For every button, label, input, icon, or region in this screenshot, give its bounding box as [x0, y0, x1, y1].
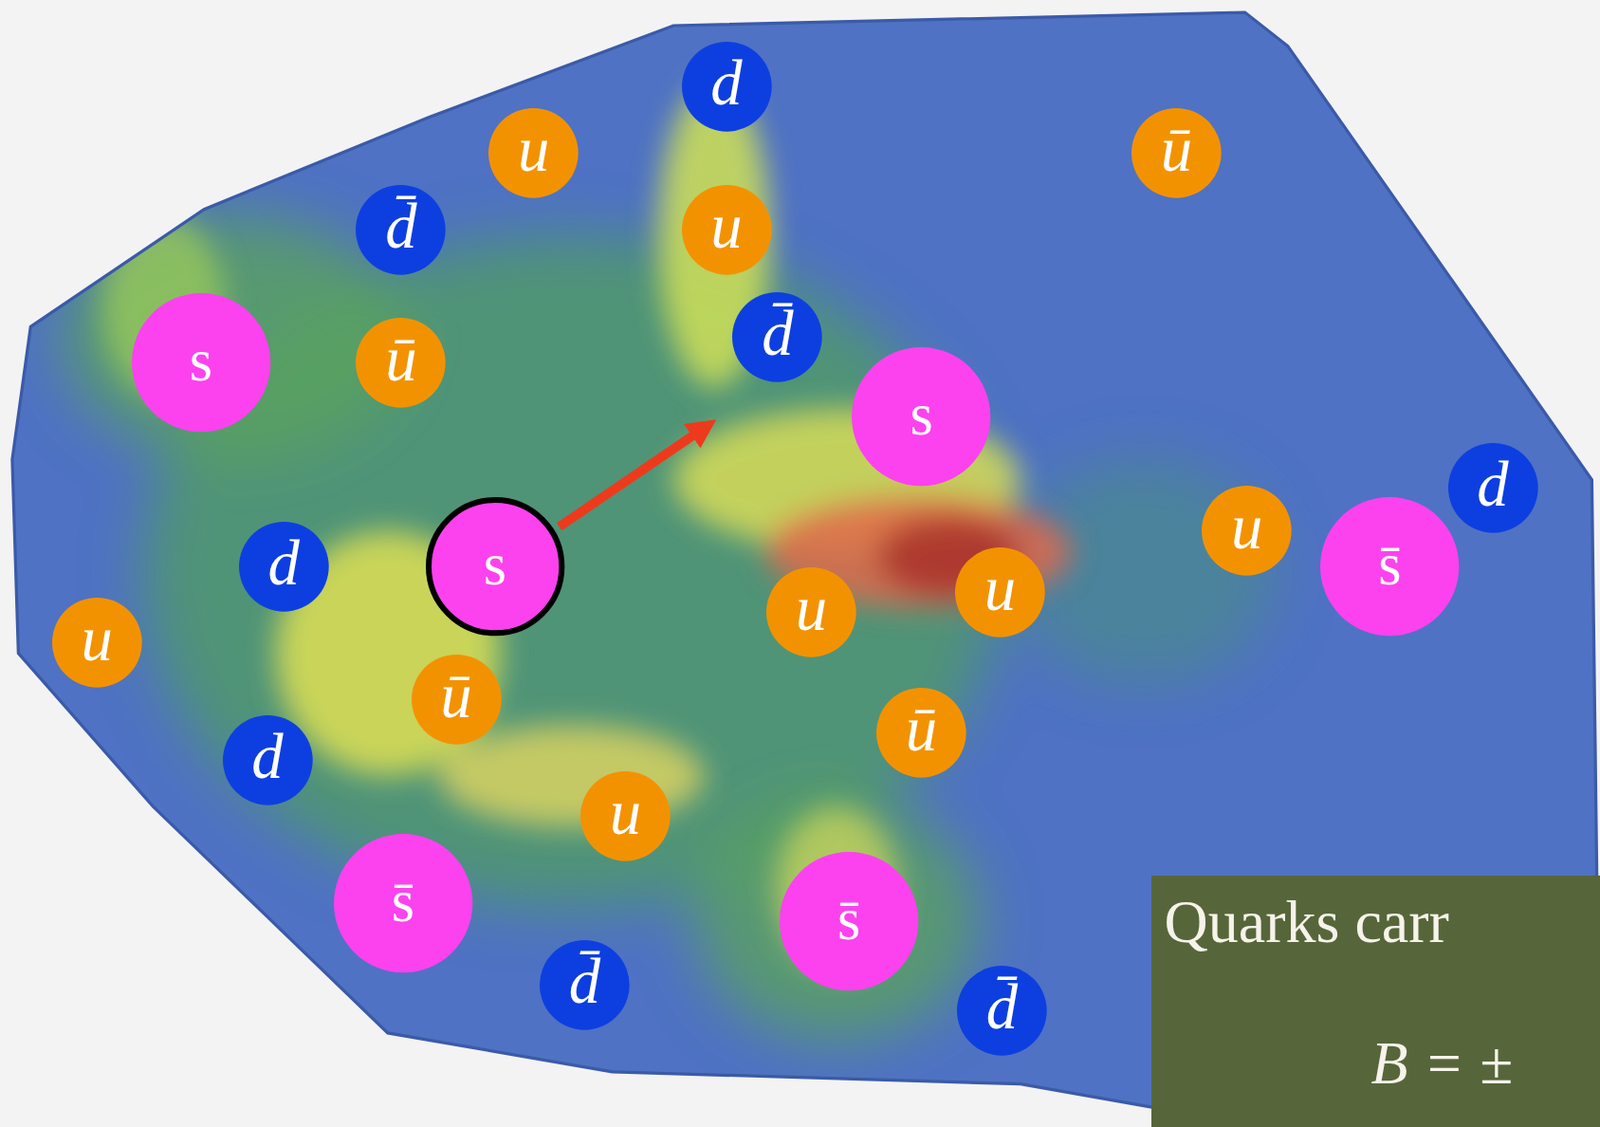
quark-label: s̄	[333, 833, 473, 973]
down-type-quark: d	[239, 521, 330, 612]
quark-circle	[222, 715, 313, 806]
quark-label: d̄	[732, 292, 823, 383]
quark-circle	[681, 184, 773, 276]
up-type-quark: ū	[355, 317, 446, 408]
down-type-quark: d	[1448, 442, 1539, 534]
up-type-quark: u	[1201, 485, 1292, 576]
up-type-quark: u	[580, 771, 671, 862]
up-type-quark: u	[52, 597, 143, 688]
quark-label: u	[955, 547, 1046, 638]
tracked-strange-quark: s	[425, 496, 565, 636]
quark-label: s	[851, 347, 991, 486]
quark-circle	[411, 654, 502, 745]
quark-circle	[681, 41, 773, 132]
quark-label: d̄	[355, 184, 446, 276]
quark-circle	[876, 687, 967, 778]
strange-quark: s	[131, 293, 271, 432]
down-type-quark: d̄	[355, 184, 446, 276]
note-formula: B = ±	[1151, 1029, 1600, 1097]
quark-label: u	[488, 108, 579, 199]
quark-circle	[955, 547, 1046, 638]
quark-circle	[766, 567, 857, 658]
quark-circle	[131, 293, 271, 432]
strange-quark: s	[851, 347, 991, 486]
quark-circle	[355, 184, 446, 276]
quark-circle	[580, 771, 671, 862]
quark-circle	[779, 851, 919, 991]
quark-label: d̄	[539, 939, 630, 1030]
quark-label: ū	[411, 654, 502, 745]
up-type-quark: u	[955, 547, 1046, 638]
quark-label: d	[239, 521, 330, 612]
quark-label: s	[131, 293, 271, 432]
up-type-quark: u	[766, 567, 857, 658]
quark-label: s̄	[1320, 496, 1459, 636]
note-text: Quarks carr	[1151, 888, 1600, 956]
quark-circle	[956, 965, 1048, 1056]
quark-label: u	[681, 184, 773, 276]
quark-circle	[1131, 108, 1222, 199]
quark-circle	[851, 347, 991, 486]
down-type-quark: d	[681, 41, 773, 132]
quark-circle	[52, 597, 143, 688]
quark-circle	[355, 317, 446, 408]
quark-label: d	[222, 715, 313, 806]
quark-label: ū	[1131, 108, 1222, 199]
up-type-quark: ū	[1131, 108, 1222, 199]
up-type-quark: u	[488, 108, 579, 199]
down-type-quark: d	[222, 715, 313, 806]
down-type-quark: d̄	[956, 965, 1048, 1056]
down-type-quark: d̄	[732, 292, 823, 383]
up-type-quark: ū	[411, 654, 502, 745]
quark-label: d	[681, 41, 773, 132]
strange-quark: s̄	[1320, 496, 1459, 636]
quark-label: u	[52, 597, 143, 688]
quark-circle	[239, 521, 330, 612]
quark-label: d	[1448, 442, 1539, 534]
strange-quark: s̄	[779, 851, 919, 991]
strange-quark: s̄	[333, 833, 473, 973]
quark-circle	[1201, 485, 1292, 576]
quark-circle	[1320, 496, 1459, 636]
surface-edge	[12, 12, 1600, 1127]
quark-circle	[1448, 442, 1539, 534]
up-type-quark: u	[681, 184, 773, 276]
quark-label: s	[425, 496, 565, 636]
quark-label: s̄	[779, 851, 919, 991]
quark-circle	[732, 292, 823, 383]
quark-circle	[539, 939, 630, 1030]
quark-label: d̄	[956, 965, 1048, 1056]
quark-label: ū	[876, 687, 967, 778]
note-panel: Quarks carr B = ±	[1151, 875, 1600, 1127]
quark-label: u	[580, 771, 671, 862]
motion-arrow	[559, 432, 698, 527]
quark-label: ū	[355, 317, 446, 408]
quark-circle	[333, 833, 473, 973]
up-type-quark: ū	[876, 687, 967, 778]
quark-label: u	[766, 567, 857, 658]
quark-label: u	[1201, 485, 1292, 576]
down-type-quark: d̄	[539, 939, 630, 1030]
quark-circle	[488, 108, 579, 199]
